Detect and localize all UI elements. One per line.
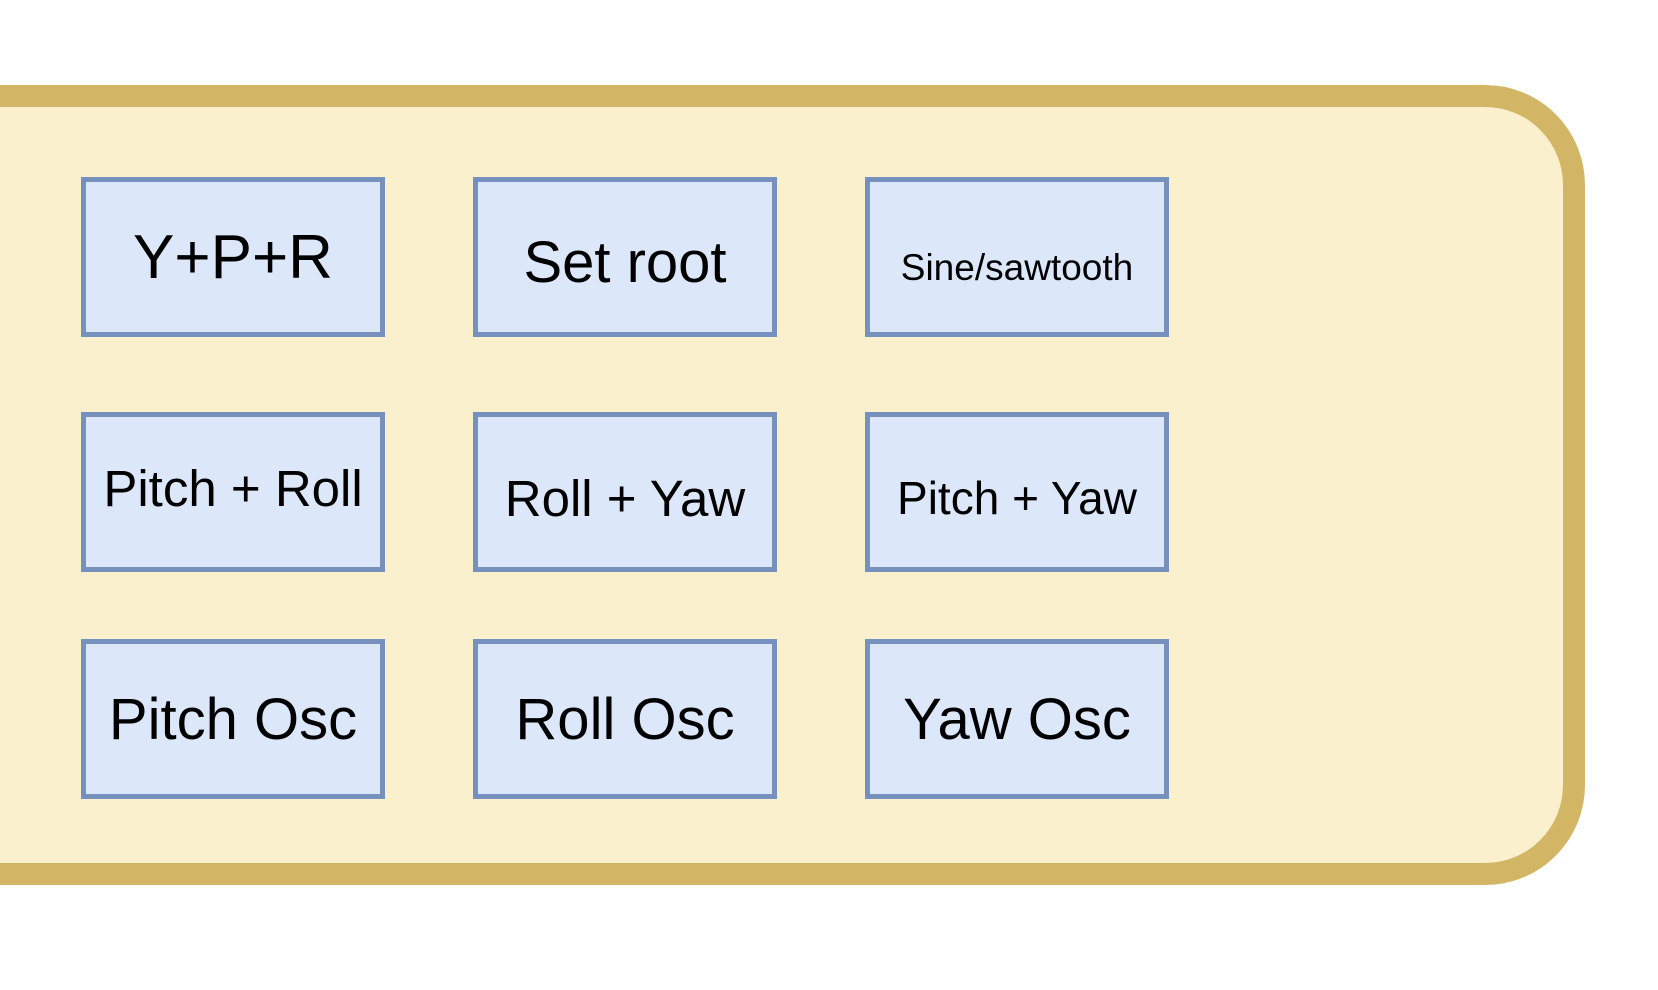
ypr-button-label: Y+P+R <box>133 222 333 292</box>
roll-osc-button-label: Roll Osc <box>515 686 735 752</box>
pitch-roll-button-label: Pitch + Roll <box>103 459 363 517</box>
sine-sawtooth-button[interactable]: Sine/sawtooth <box>865 177 1169 337</box>
roll-yaw-button-label: Roll + Yaw <box>504 469 746 527</box>
sine-sawtooth-button-label: Sine/sawtooth <box>900 247 1134 288</box>
pitch-roll-button[interactable]: Pitch + Roll <box>81 412 385 572</box>
yaw-osc-button-label: Yaw Osc <box>903 686 1131 752</box>
pitch-osc-button-label: Pitch Osc <box>108 686 358 752</box>
yaw-osc-button[interactable]: Yaw Osc <box>865 639 1169 799</box>
pitch-yaw-button-label: Pitch + Yaw <box>897 472 1137 524</box>
pitch-yaw-button[interactable]: Pitch + Yaw <box>865 412 1169 572</box>
set-root-button-label: Set root <box>523 229 727 295</box>
ypr-button[interactable]: Y+P+R <box>81 177 385 337</box>
roll-osc-button[interactable]: Roll Osc <box>473 639 777 799</box>
roll-yaw-button[interactable]: Roll + Yaw <box>473 412 777 572</box>
pitch-osc-button[interactable]: Pitch Osc <box>81 639 385 799</box>
set-root-button[interactable]: Set root <box>473 177 777 337</box>
